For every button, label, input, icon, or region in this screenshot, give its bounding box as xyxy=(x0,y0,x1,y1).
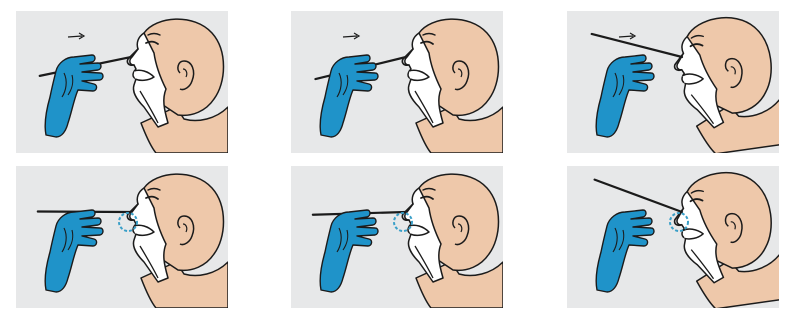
swab-illustration xyxy=(567,166,779,308)
step-4-panel xyxy=(16,166,228,308)
head-profile xyxy=(402,174,503,308)
step-5-panel xyxy=(291,166,503,308)
step-6-panel xyxy=(567,166,779,308)
gloved-hand xyxy=(320,210,378,292)
step-3-panel xyxy=(567,11,779,153)
head-profile xyxy=(127,174,228,308)
gloved-hand xyxy=(45,210,103,292)
swab-illustration xyxy=(291,166,503,308)
head-profile xyxy=(402,19,503,153)
swab-illustration xyxy=(291,11,503,153)
gloved-hand xyxy=(45,55,103,137)
gloved-hand xyxy=(596,210,654,292)
head-profile xyxy=(669,11,779,153)
head-profile xyxy=(669,166,779,308)
direction-arrow-icon xyxy=(68,33,84,39)
swab-illustration xyxy=(16,11,228,153)
gloved-hand xyxy=(596,55,654,137)
gloved-hand xyxy=(320,55,378,137)
direction-arrow-icon xyxy=(343,33,359,39)
swab-illustration xyxy=(567,11,779,153)
direction-arrow-icon xyxy=(619,33,635,39)
step-2-panel xyxy=(291,11,503,153)
head-profile xyxy=(127,19,228,153)
step-1-panel xyxy=(16,11,228,153)
swab-illustration xyxy=(16,166,228,308)
